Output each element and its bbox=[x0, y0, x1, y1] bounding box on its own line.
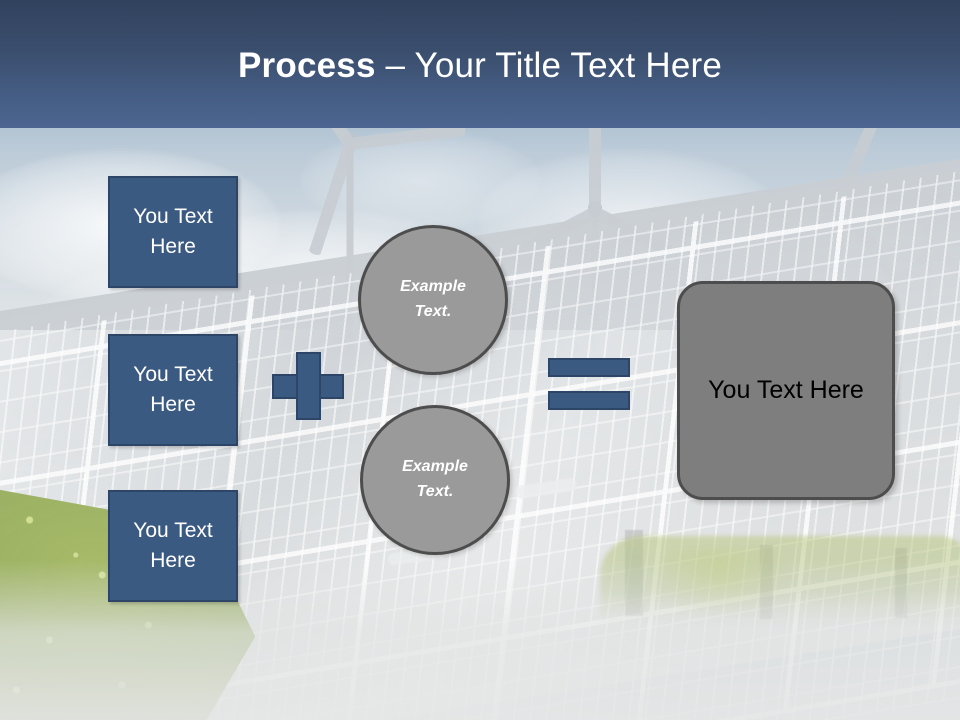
equals-operator-icon bbox=[548, 358, 630, 410]
example-circle-1-line2: Text. bbox=[414, 303, 452, 320]
slide-title-bold-part: Process bbox=[238, 46, 376, 85]
equals-bottom-bar bbox=[548, 391, 630, 410]
example-circle-2-line1: Example bbox=[402, 458, 468, 476]
input-box-3-label: You Text Here bbox=[133, 518, 213, 572]
input-box-2-label: You Text Here bbox=[133, 362, 213, 416]
slide-header-band: Process – Your Title Text Here bbox=[0, 0, 960, 128]
result-box-label: You Text Here bbox=[708, 376, 864, 404]
plus-operator-icon bbox=[272, 352, 344, 420]
equals-top-bar bbox=[548, 358, 630, 377]
input-box-3[interactable]: You Text Here bbox=[108, 490, 238, 602]
slide-title-rest: Your Title Text Here bbox=[414, 46, 722, 85]
example-circle-2-line2: Text. bbox=[416, 483, 454, 500]
plus-center-fill bbox=[298, 376, 319, 397]
slide-title: Process – Your Title Text Here bbox=[0, 48, 960, 83]
example-circle-1-line1: Example bbox=[400, 278, 466, 296]
input-box-1[interactable]: You Text Here bbox=[108, 176, 238, 288]
result-box[interactable]: You Text Here bbox=[677, 281, 895, 500]
example-circle-2[interactable]: Example Text. bbox=[360, 405, 510, 555]
slide-title-separator: – bbox=[375, 46, 415, 85]
input-box-2[interactable]: You Text Here bbox=[108, 334, 238, 446]
example-circle-1[interactable]: Example Text. bbox=[358, 225, 508, 375]
input-box-1-label: You Text Here bbox=[133, 204, 213, 258]
